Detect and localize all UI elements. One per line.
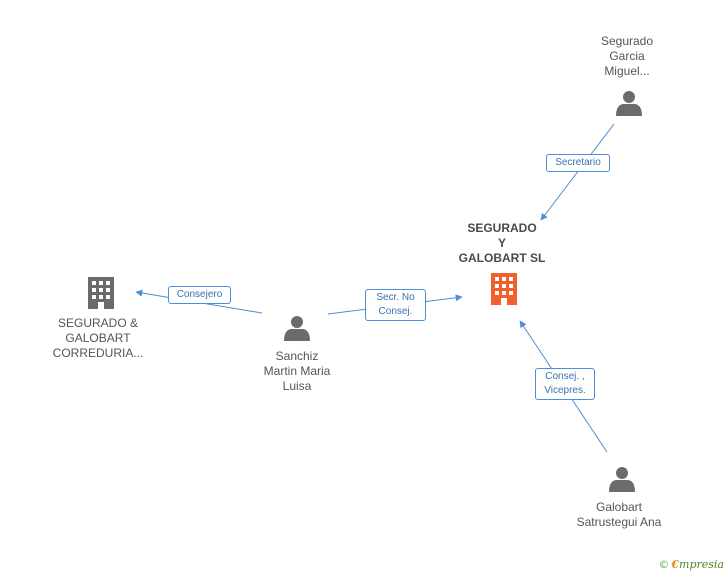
edge-label-consej-vicepres: Consej. , Vicepres. [535,368,595,400]
building-icon[interactable] [491,273,517,305]
node-label-main-company[interactable]: SEGURADO Y GALOBART SL [458,221,546,265]
person-icon[interactable] [609,467,635,492]
edge-label-secretario: Secretario [546,154,610,172]
person-icon[interactable] [284,316,310,341]
node-label-galobart[interactable]: Galobart Satrustegui Ana [576,500,662,529]
node-label-segurado-garcia[interactable]: Segurado Garcia Miguel... [600,34,654,78]
edge-label-secr-no-consej: Secr. No Consej. [365,289,426,321]
node-label-sanchiz[interactable]: Sanchiz Martin Maria Luisa [263,349,331,393]
person-icon[interactable] [616,91,642,116]
empresia-logo: ©€mpresia [658,558,724,571]
brand-name: mpresia [679,558,724,571]
edge-secretario [540,123,615,221]
copyright-icon: © [658,558,670,571]
brand-e: € [671,558,680,571]
edge-label-consejero: Consejero [168,286,231,304]
node-label-correduria[interactable]: SEGURADO & GALOBART CORREDURIA... [52,316,144,360]
building-icon[interactable] [88,277,114,309]
